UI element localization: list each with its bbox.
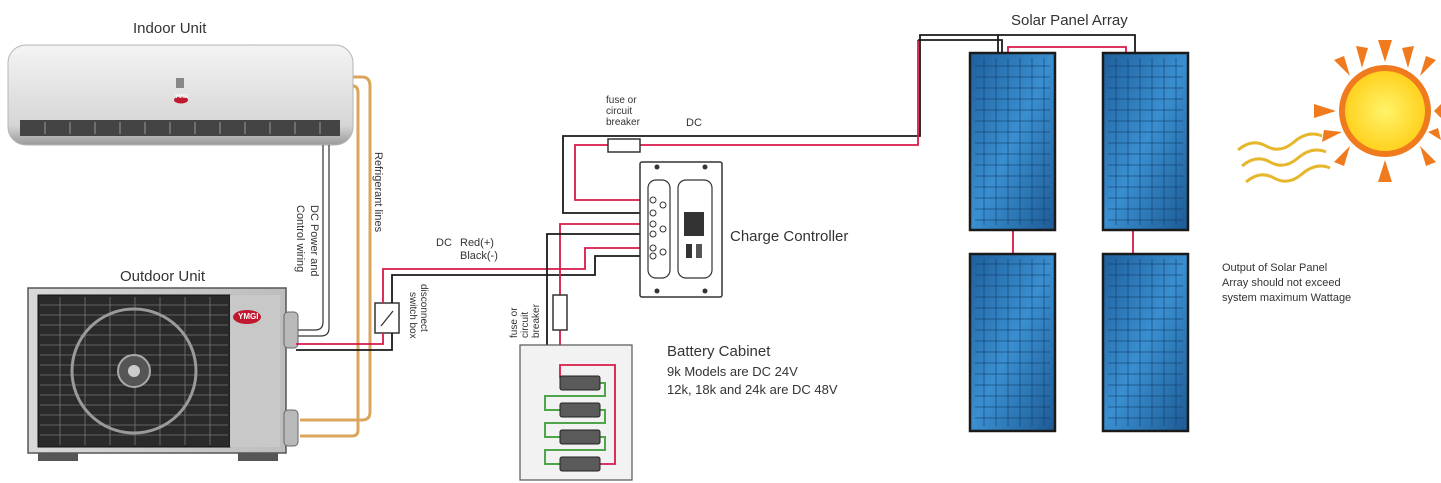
outdoor-dc-wires bbox=[296, 333, 393, 351]
red-plus-label: Red(+) bbox=[460, 237, 494, 249]
outdoor-brand-logo: YMGI bbox=[238, 312, 259, 321]
solar-panel bbox=[968, 252, 1057, 433]
solar-panel bbox=[1101, 51, 1190, 232]
load-wires bbox=[382, 247, 648, 303]
refrigerant-lines bbox=[300, 75, 372, 438]
indoor-unit-label: Indoor Unit bbox=[133, 20, 207, 37]
fuse-bottom bbox=[552, 294, 568, 331]
solar-wires bbox=[562, 34, 1136, 256]
solar-panel-array-label: Solar Panel Array bbox=[1011, 12, 1128, 29]
disconnect-switch-box bbox=[374, 302, 400, 334]
dc-left-label: DC bbox=[436, 237, 452, 249]
heat-waves-icon bbox=[1237, 132, 1331, 184]
solar-panel bbox=[968, 51, 1057, 232]
outdoor-unit-label: Outdoor Unit bbox=[120, 268, 206, 285]
indoor-brand-logo: YMGI bbox=[175, 94, 188, 100]
fuse-bottom-label-2: circuit bbox=[520, 311, 531, 338]
solar-panel-array bbox=[968, 51, 1190, 433]
fuse-top-label-1: fuse or bbox=[606, 95, 637, 106]
dc-power-label-line-2: Control wiring bbox=[294, 205, 306, 273]
refrigerant-lines-label: Refrigerant lines bbox=[372, 152, 384, 233]
charge-controller bbox=[639, 161, 723, 298]
output-note-line-2: Array should not exceed bbox=[1222, 277, 1341, 289]
battery-cabinet-label: Battery Cabinet bbox=[667, 343, 771, 360]
output-note-line-3: system maximum Wattage bbox=[1222, 292, 1352, 304]
outdoor-unit bbox=[27, 287, 299, 461]
fuse-bottom-label-1: fuse or bbox=[509, 307, 520, 338]
fuse-top bbox=[607, 138, 641, 153]
battery-cabinet bbox=[519, 344, 633, 481]
output-note-line-1: Output of Solar Panel bbox=[1222, 262, 1328, 274]
dc-main-label: DC bbox=[686, 117, 702, 129]
battery-spec-line-1: 9k Models are DC 24V bbox=[667, 364, 798, 379]
black-minus-label: Black(-) bbox=[460, 250, 498, 262]
fuse-top-label-2: circuit bbox=[606, 106, 633, 117]
control-wiring bbox=[295, 145, 330, 337]
disconnect-label-2: switch box bbox=[407, 292, 418, 339]
disconnect-label-1: disconnect bbox=[418, 284, 429, 332]
fuse-top-label-3: breaker bbox=[606, 117, 640, 128]
fuse-bottom-label-3: breaker bbox=[531, 304, 542, 338]
sun-icon bbox=[1314, 40, 1441, 182]
dc-power-label-line-1: DC Power and bbox=[308, 205, 320, 277]
battery-spec-line-2: 12k, 18k and 24k are DC 48V bbox=[667, 382, 838, 397]
charge-controller-label: Charge Controller bbox=[730, 228, 849, 245]
solar-panel bbox=[1101, 252, 1190, 433]
indoor-unit bbox=[7, 44, 354, 146]
